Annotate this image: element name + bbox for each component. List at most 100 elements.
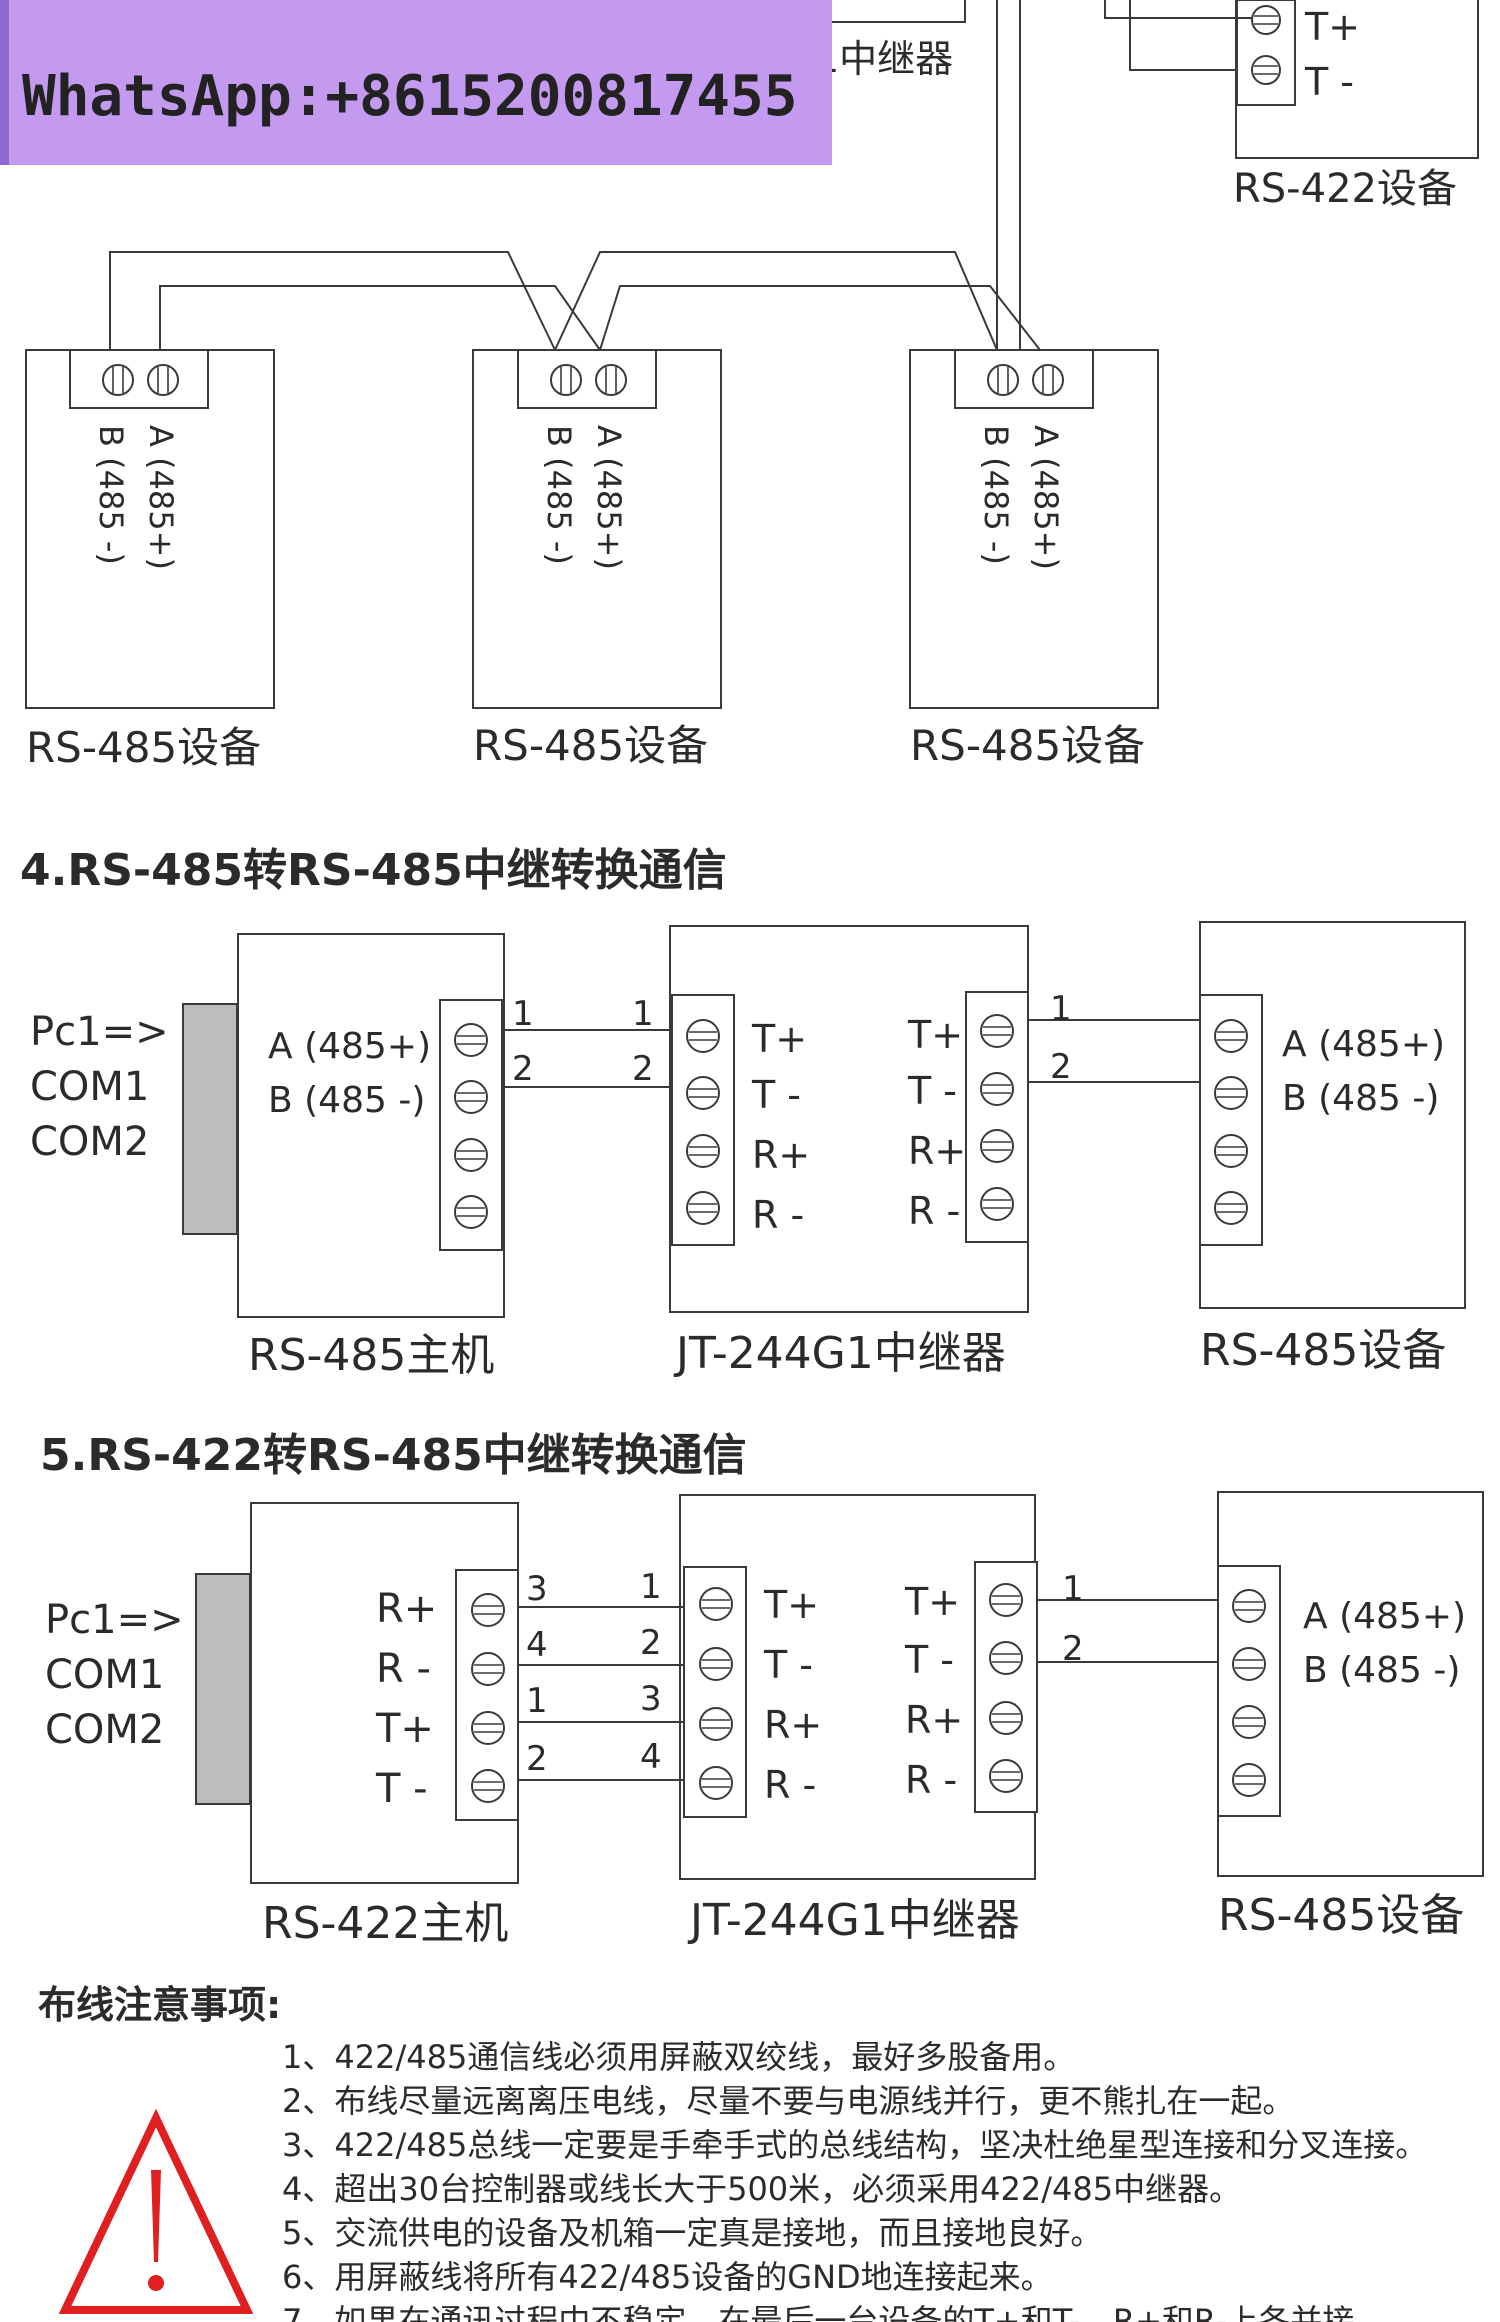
s4-pc-line-3: COM2 <box>30 1119 149 1165</box>
repeater-partial-label: 1中继器 <box>815 37 953 81</box>
watermark-text: WhatsApp:+8615200817455 <box>22 64 797 129</box>
rs485-device-2-label: RS-485设备 <box>473 721 708 770</box>
section4-title: 4.RS-485转RS-485中继转换通信 <box>20 845 727 896</box>
s4-wire-num: 2 <box>512 1049 534 1089</box>
s5-pc-line-2: COM1 <box>45 1652 164 1698</box>
screw-icon <box>550 364 582 396</box>
s5-wire-num: 2 <box>526 1739 548 1779</box>
s4-rep-left-pin-4: R - <box>752 1193 804 1237</box>
screw-icon <box>1232 1647 1266 1681</box>
screw-icon <box>471 1652 505 1686</box>
rs422-pin-tplus: T+ <box>1304 5 1360 49</box>
bus-wire-b <box>109 251 556 351</box>
s5-rep-left-pin-1: T+ <box>763 1583 819 1627</box>
screw-icon <box>1232 1705 1266 1739</box>
s5-wire-num: 3 <box>526 1569 548 1609</box>
s4-device-pin-b: B (485 -) <box>1282 1078 1439 1119</box>
screw-icon <box>686 1191 720 1225</box>
screw-icon <box>1214 1134 1248 1168</box>
rs485-device-3-pin-a: A (485+) <box>1027 425 1065 570</box>
s4-wire-num: 2 <box>632 1049 654 1089</box>
screw-icon <box>1232 1763 1266 1797</box>
screw-icon <box>1251 5 1281 35</box>
s4-repeater-label: JT-244G1中继器 <box>673 1328 1006 1379</box>
screw-icon <box>454 1080 488 1114</box>
bus-wire-a <box>599 285 1041 351</box>
s5-rep-left-pin-2: T - <box>763 1643 813 1687</box>
wire <box>1104 0 1253 19</box>
s5-host-pin-3: T+ <box>375 1706 434 1752</box>
s5-host-pin-1: R+ <box>376 1586 437 1632</box>
wire <box>1129 0 1237 71</box>
rs485-device-1-label: RS-485设备 <box>26 723 261 772</box>
s4-rep-right-pin-3: R+ <box>908 1129 966 1173</box>
s5-pc-line-3: COM2 <box>45 1707 164 1753</box>
rs485-device-1-pin-a: A (485+) <box>142 425 180 570</box>
s4-rep-left-pin-3: R+ <box>752 1133 810 1177</box>
screw-icon <box>686 1019 720 1053</box>
s5-device-label: RS-485设备 <box>1218 1890 1464 1941</box>
rs485-device-3-pin-b: B (485 -) <box>977 425 1015 565</box>
warning-icon <box>58 2108 254 2314</box>
bus-wire-b <box>554 251 998 351</box>
s5-rep-left-pin-3: R+ <box>764 1703 822 1747</box>
s5-rep-left-pin-4: R - <box>764 1763 816 1807</box>
s4-rep-left-pin-2: T - <box>751 1073 801 1117</box>
rs485-device-2-pin-b: B (485 -) <box>540 425 578 565</box>
s5-wire-num: 1 <box>640 1567 662 1607</box>
s5-wire-num: 1 <box>526 1681 548 1721</box>
screw-icon <box>471 1769 505 1803</box>
screw-icon <box>1214 1019 1248 1053</box>
s5-rep-right-pin-4: R - <box>905 1758 957 1802</box>
s5-repeater-label: JT-244G1中继器 <box>687 1895 1020 1946</box>
screw-icon <box>1214 1076 1248 1110</box>
s5-device-pin-b: B (485 -) <box>1303 1650 1460 1691</box>
screw-icon <box>471 1711 505 1745</box>
s5-rep-right-pin-2: T - <box>904 1638 954 1682</box>
s4-host-label: RS-485主机 <box>248 1330 494 1381</box>
screw-icon <box>699 1707 733 1741</box>
screw-icon <box>699 1587 733 1621</box>
screw-icon <box>1214 1191 1248 1225</box>
screw-icon <box>1232 1589 1266 1623</box>
s4-rep-right-pin-2: T - <box>907 1069 957 1113</box>
screw-icon <box>454 1138 488 1172</box>
s5-wire-num: 3 <box>640 1679 662 1719</box>
screw-icon <box>699 1766 733 1800</box>
s5-db-connector <box>195 1573 251 1805</box>
screw-icon <box>686 1134 720 1168</box>
s5-rep-right-pin-1: T+ <box>904 1580 960 1624</box>
s5-pc-line-1: Pc1=> <box>45 1597 184 1643</box>
screw-icon <box>980 1187 1014 1221</box>
s4-db-connector <box>182 1003 238 1235</box>
section5-title: 5.RS-422转RS-485中继转换通信 <box>40 1430 747 1481</box>
s5-wire-num: 4 <box>526 1625 548 1665</box>
s5-device-pin-a: A (485+) <box>1303 1596 1466 1637</box>
screw-icon <box>989 1701 1023 1735</box>
note-item-2: 2、布线尽量远离离压电线，尽量不要与电源线并行，更不熊扎在一起。 <box>282 2082 1294 2120</box>
rs485-device-2-pin-a: A (485+) <box>590 425 628 570</box>
screw-icon <box>980 1129 1014 1163</box>
repeater-partial-outline <box>821 0 966 23</box>
screw-icon <box>987 364 1019 396</box>
s4-wire-num: 1 <box>1050 989 1072 1029</box>
screw-icon <box>686 1076 720 1110</box>
screw-icon <box>989 1583 1023 1617</box>
rs422-pin-tminus: T - <box>1304 60 1354 104</box>
s4-host-pin-a: A (485+) <box>268 1026 431 1067</box>
note-item-3: 3、422/485总线一定要是手牵手式的总线结构，坚决杜绝星型连接和分叉连接。 <box>282 2126 1427 2164</box>
s4-host-pin-b: B (485 -) <box>268 1080 425 1121</box>
s4-rep-right-pin-1: T+ <box>907 1013 963 1057</box>
rs485-device-3 <box>909 349 1159 709</box>
screw-icon <box>147 364 179 396</box>
rs422-device-label: RS-422设备 <box>1233 166 1457 212</box>
note-item-5: 5、交流供电的设备及机箱一定真是接地，而且接地良好。 <box>282 2214 1102 2252</box>
screw-icon <box>989 1759 1023 1793</box>
screw-icon <box>1032 364 1064 396</box>
note-item-6: 6、用屏蔽线将所有422/485设备的GND地连接起来。 <box>282 2258 1053 2296</box>
s4-device-pin-a: A (485+) <box>1282 1024 1445 1065</box>
s5-host-label: RS-422主机 <box>262 1898 508 1949</box>
screw-icon <box>980 1014 1014 1048</box>
s4-rep-left-pin-1: T+ <box>751 1017 807 1061</box>
